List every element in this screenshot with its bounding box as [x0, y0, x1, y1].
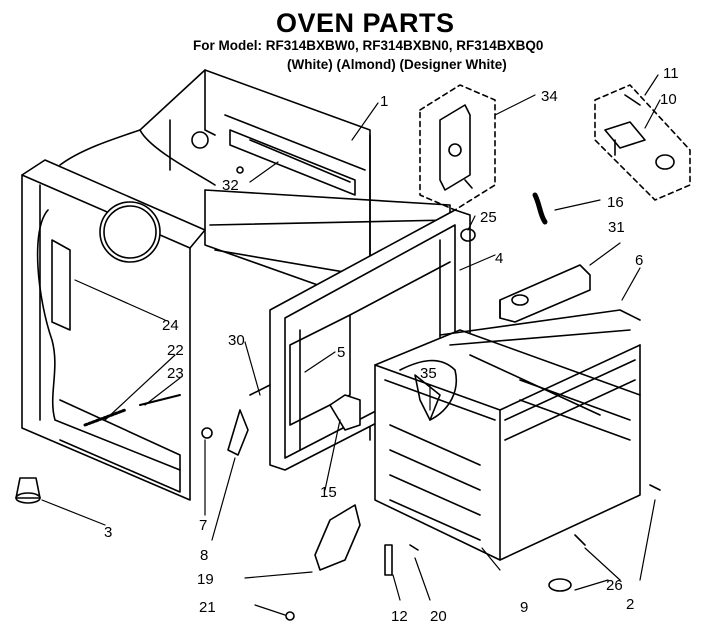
- callout-22: 22: [167, 342, 184, 359]
- callout-8: 8: [200, 547, 208, 564]
- callout-30: 30: [228, 332, 245, 349]
- callout-23: 23: [167, 365, 184, 382]
- callout-19: 19: [197, 571, 214, 588]
- callout-35: 35: [420, 365, 437, 382]
- callout-16: 16: [607, 194, 624, 211]
- leader-lines: [41, 74, 661, 616]
- finish-colors: (White) (Almond) (Designer White): [287, 57, 507, 72]
- igniter-box: [594, 84, 691, 201]
- callout-20: 20: [430, 608, 447, 625]
- callout-2: 2: [626, 596, 634, 613]
- callout-4: 4: [495, 250, 503, 267]
- callout-7: 7: [199, 517, 207, 534]
- callout-21: 21: [199, 599, 216, 616]
- callout-11: 11: [663, 65, 679, 82]
- small-parts: [15, 192, 661, 621]
- callout-32: 32: [222, 177, 239, 194]
- callout-3: 3: [104, 524, 112, 541]
- callout-labels: 1 2 3 4 5 6 7 8 9 10 11 12 15 16 19 20 2…: [104, 65, 679, 625]
- callout-31: 31: [608, 219, 625, 236]
- callout-26: 26: [606, 577, 623, 594]
- callout-15: 15: [320, 484, 337, 501]
- side-panel: [21, 159, 206, 501]
- callout-1: 1: [380, 93, 388, 110]
- callout-6: 6: [635, 252, 643, 269]
- callout-5: 5: [337, 344, 345, 361]
- callout-24: 24: [162, 317, 179, 334]
- callout-9: 9: [520, 599, 528, 616]
- callout-34: 34: [541, 88, 558, 105]
- callout-25: 25: [480, 209, 497, 226]
- model-numbers: For Model: RF314BXBW0, RF314BXBN0, RF314…: [193, 38, 544, 53]
- page-title: OVEN PARTS: [276, 8, 455, 38]
- oven-cavity: [374, 309, 641, 561]
- callout-10: 10: [660, 91, 677, 108]
- callout-12: 12: [391, 608, 408, 625]
- bracket-box: [419, 84, 496, 211]
- burner-bracket: [499, 264, 591, 323]
